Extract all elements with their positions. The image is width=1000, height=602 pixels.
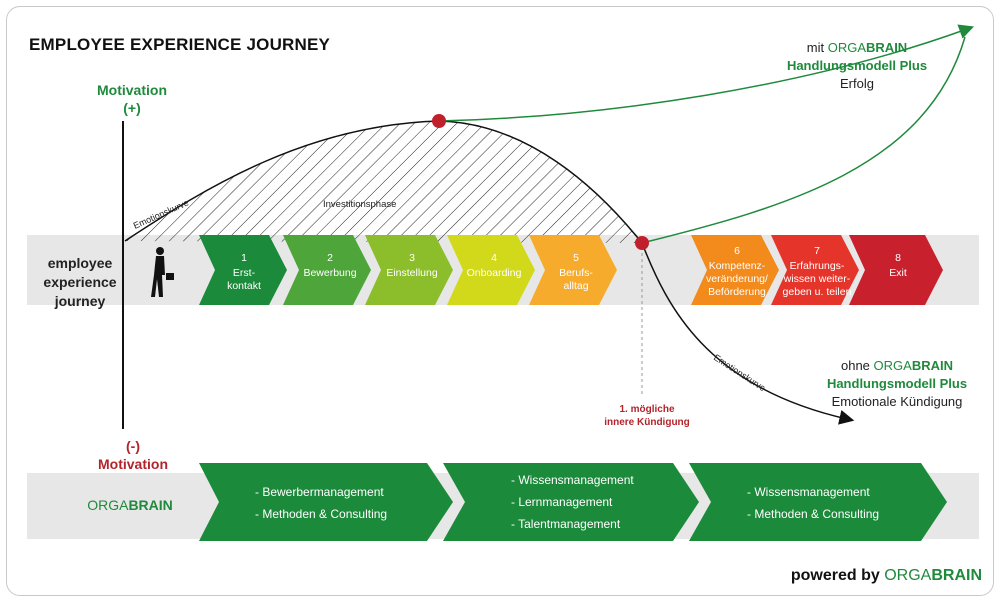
service-item: - Methoden & Consulting [747, 507, 880, 521]
services-brand: ORGABRAIN [75, 497, 185, 513]
emotion-curve-label-bottom: Emotionskurve [712, 352, 767, 393]
stage-label: Einstellung [386, 267, 438, 279]
failure-annotation: ohne ORGABRAIN Handlungsmodell Plus Emot… [807, 357, 987, 411]
motivation-plus-text: Motivation [97, 82, 167, 98]
stage-number: 7 [814, 245, 820, 257]
brand-light: ORGA [884, 567, 932, 584]
failure-prefix: ohne [840, 358, 874, 373]
service-item: - Wissensmanagement [747, 485, 870, 499]
brand-bold: BRAIN [128, 497, 173, 513]
stage-1: 1 Erst- kontakt [211, 252, 277, 293]
stage-6: 6 Kompetenz- veränderung/ Beförderung [699, 245, 775, 299]
stage-label: Exit [889, 267, 907, 279]
stage-label: alltag [563, 280, 589, 292]
motivation-minus-label: (-) Motivation [83, 437, 183, 473]
stage-label: Onboarding [466, 267, 522, 279]
failure-outcome-label: Emotionale Kündigung [831, 394, 963, 409]
success-prefix: mit [806, 40, 828, 55]
brand-light: ORGA [87, 497, 129, 513]
brand-bold: BRAIN [866, 40, 908, 55]
service-item: - Talentmanagement [511, 517, 621, 531]
stage-number: 3 [409, 252, 415, 264]
journey-band-label: employee experience journey [35, 254, 125, 311]
service-item: - Methoden & Consulting [255, 507, 388, 521]
turning-point-dot [635, 236, 649, 250]
motivation-plus-sign: (+) [123, 100, 141, 116]
stage-8: 8 Exit [863, 252, 933, 280]
service-arrows [199, 463, 947, 541]
stage-label: Bewerbung [303, 267, 357, 279]
stage-label: Erst- [232, 267, 256, 279]
stage-number: 8 [895, 252, 901, 264]
diagram-graphics: Emotionskurve Investitionsphase Emotions… [27, 24, 979, 541]
stage-label: Erfahrungs- [789, 260, 845, 272]
success-curve-lower [641, 36, 966, 244]
motivation-minus-text: Motivation [98, 456, 168, 472]
stage-label: geben u. teilen [782, 286, 852, 298]
stage-label: Berufs- [559, 267, 593, 279]
emotion-curve-top [124, 120, 643, 244]
brand-light: ORGA [827, 40, 867, 55]
stage-2: 2 Bewerbung [295, 252, 365, 280]
stage-5: 5 Berufs- alltag [541, 252, 611, 293]
success-curve-upper [438, 24, 975, 122]
band-label-line: journey [54, 293, 106, 309]
brand-light: ORGA [873, 358, 912, 373]
service-group-3: - Wissensmanagement - Methoden & Consult… [747, 481, 879, 525]
stage-number: 1 [241, 252, 247, 264]
diagram-frame: Emotionskurve Investitionsphase Emotions… [6, 6, 994, 596]
stage-number: 5 [573, 252, 579, 264]
stage-number: 2 [327, 252, 333, 264]
service-group-1: - Bewerbermanagement - Methoden & Consul… [255, 481, 387, 525]
success-model-label: Handlungsmodell Plus [786, 58, 928, 73]
band-label-line: employee [47, 255, 113, 271]
service-item: - Bewerbermanagement [255, 485, 384, 499]
stage-label: Kompetenz- [708, 260, 766, 272]
stage-label: Beförderung [708, 286, 766, 298]
service-group-2: - Wissensmanagement - Lernmanagement - T… [511, 469, 634, 535]
kuendigung-line: 1. mögliche [619, 404, 675, 415]
stage-label: veränderung/ [706, 273, 768, 285]
peak-dot [432, 114, 446, 128]
stage-7: 7 Erfahrungs- wissen weiter- geben u. te… [779, 245, 855, 299]
stage-3: 3 Einstellung [377, 252, 447, 280]
stage-4: 4 Onboarding [459, 252, 529, 280]
investment-label: Investitionsphase [323, 199, 396, 210]
motivation-plus-label: Motivation (+) [87, 81, 177, 117]
stage-label: wissen weiter- [783, 273, 851, 285]
powered-prefix: powered by [790, 567, 885, 584]
failure-model-label: Handlungsmodell Plus [826, 376, 968, 391]
service-item: - Wissensmanagement [511, 473, 634, 487]
stage-label: kontakt [227, 280, 261, 292]
stage-arrows [199, 235, 943, 305]
service-item: - Lernmanagement [511, 495, 613, 509]
motivation-minus-sign: (-) [126, 438, 140, 454]
success-annotation: mit ORGABRAIN Handlungsmodell Plus Erfol… [767, 39, 947, 93]
walking-person-icon [151, 247, 174, 297]
stage-number: 4 [491, 252, 497, 264]
brand-bold: BRAIN [931, 567, 982, 584]
kuendigung-line: innere Kündigung [604, 417, 690, 428]
investment-area [125, 121, 642, 243]
page-title: EMPLOYEE EXPERIENCE JOURNEY [29, 35, 331, 54]
decline-curve [641, 242, 855, 425]
powered-by-label: powered by ORGABRAIN [752, 567, 982, 585]
band-label-line: experience [43, 274, 117, 290]
success-outcome-label: Erfolg [840, 76, 874, 91]
brand-bold: BRAIN [911, 358, 953, 373]
stage-number: 6 [734, 245, 740, 257]
kuendigung-label: 1. mögliche innere Kündigung [587, 403, 707, 429]
